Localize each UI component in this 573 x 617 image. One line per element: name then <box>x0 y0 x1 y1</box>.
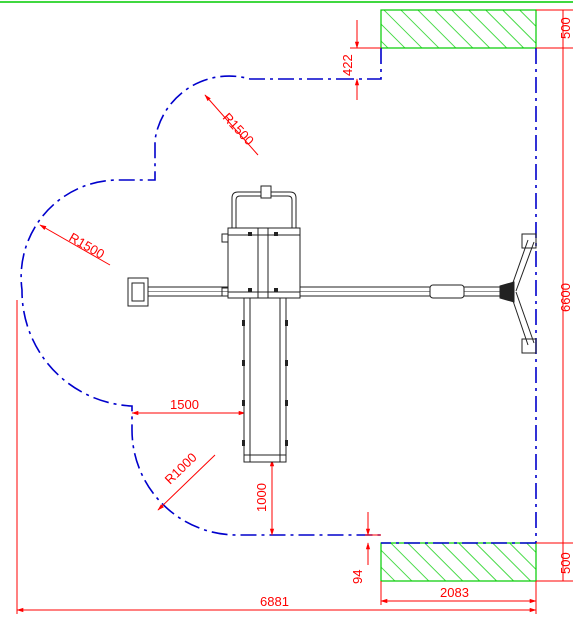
radius-label-top: R1500 <box>220 110 257 148</box>
dimension-label-2083: 2083 <box>440 585 469 600</box>
dimension-label-500-top: 500 <box>558 17 573 39</box>
radius-label-left: R1500 <box>67 230 108 262</box>
dimension-label-1000: 1000 <box>254 483 269 512</box>
safety-boundary <box>20 48 537 544</box>
equipment-detail-marks <box>242 232 288 446</box>
dimension-lines <box>16 9 573 614</box>
dimension-label-500-bottom: 500 <box>558 552 573 574</box>
dimension-label-6600: 6600 <box>558 283 573 312</box>
hatched-zone-top <box>380 9 537 49</box>
play-equipment <box>127 185 537 463</box>
dimension-label-1500: 1500 <box>170 397 199 412</box>
dimension-label-94: 94 <box>350 570 365 584</box>
hatched-zone-bottom <box>380 542 537 582</box>
dimension-label-6881: 6881 <box>260 594 289 609</box>
radius-label-bottom: R1000 <box>162 450 200 487</box>
dimension-label-422: 422 <box>340 54 355 76</box>
